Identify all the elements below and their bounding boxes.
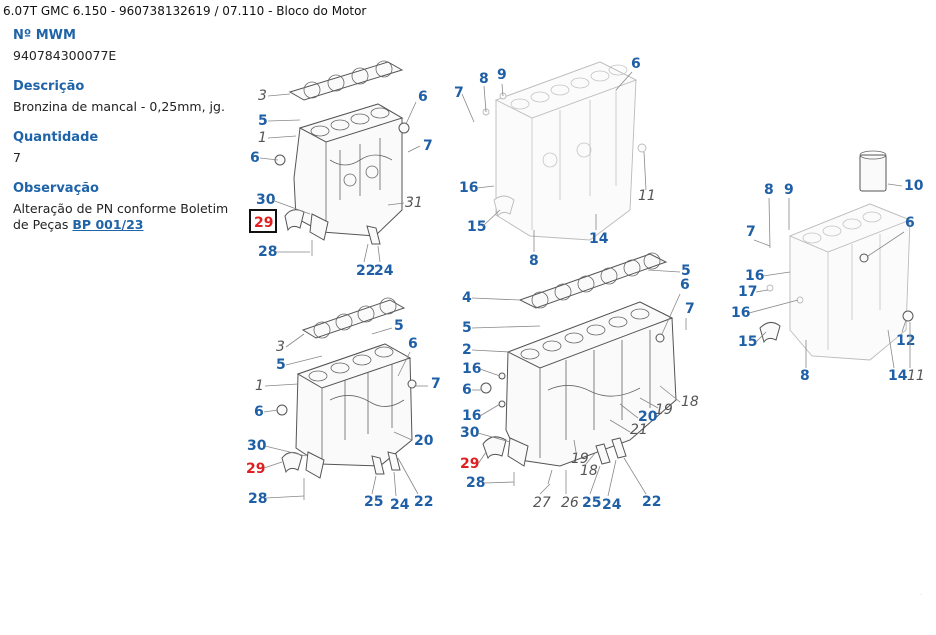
svg-text:7: 7 (431, 376, 441, 392)
engine-block-4cyl-top-labels: 3 5 1 6 6 7 31 30 29 28 22 24 (249, 88, 433, 279)
svg-text:1: 1 (255, 378, 264, 394)
svg-text:11: 11 (907, 368, 925, 384)
svg-text:15: 15 (467, 219, 486, 235)
svg-text:18: 18 (681, 394, 699, 410)
engine-block-4cyl-top (274, 60, 410, 256)
part-details-panel: Nº MWM 940784300077E Descrição Bronzina … (13, 28, 241, 248)
svg-text:24: 24 (374, 263, 394, 279)
svg-text:·: · (920, 592, 922, 599)
svg-text:22: 22 (642, 494, 661, 510)
svg-text:6: 6 (418, 89, 428, 105)
svg-text:7: 7 (454, 85, 464, 101)
svg-text:20: 20 (638, 409, 658, 425)
svg-text:9: 9 (784, 182, 794, 198)
observacao-value: Alteração de PN conforme Boletim de Peça… (13, 201, 241, 233)
svg-text:15: 15 (738, 334, 757, 350)
svg-text:10: 10 (904, 178, 924, 194)
svg-text:27: 27 (533, 495, 551, 511)
svg-text:20: 20 (414, 433, 434, 449)
svg-text:3: 3 (276, 339, 285, 355)
svg-text:28: 28 (248, 491, 267, 507)
svg-text:6: 6 (408, 336, 418, 352)
svg-text:6: 6 (250, 150, 260, 166)
descricao-label: Descrição (13, 79, 85, 94)
quantidade-label: Quantidade (13, 130, 99, 145)
engine-block-6cyl-top (482, 61, 647, 241)
svg-text:5: 5 (394, 318, 404, 334)
svg-text:22: 22 (414, 494, 433, 510)
descricao-value: Bronzina de mancal - 0,25mm, jg. (13, 99, 225, 114)
svg-text:30: 30 (256, 192, 276, 208)
svg-text:7: 7 (423, 138, 433, 154)
engine-block-4cyl-bottom-labels: 5 3 5 6 1 7 6 20 30 29 28 25 24 22 (246, 318, 441, 513)
svg-text:14: 14 (888, 368, 908, 384)
page-title: 6.07T GMC 6.150 - 960738132619 / 07.110 … (3, 4, 367, 18)
svg-text:6: 6 (254, 404, 264, 420)
svg-text:18: 18 (580, 463, 598, 479)
selected-part-frame[interactable] (249, 209, 277, 233)
svg-text:6: 6 (631, 56, 641, 72)
svg-text:16: 16 (731, 305, 750, 321)
svg-text:7: 7 (685, 301, 695, 317)
svg-text:31: 31 (405, 195, 423, 211)
engine-block-6cyl-top-labels: 7 8 9 6 16 11 15 14 8 (454, 56, 656, 269)
svg-text:16: 16 (462, 408, 481, 424)
svg-text:22: 22 (356, 263, 375, 279)
svg-text:29: 29 (254, 215, 273, 231)
engine-block-6cyl-bottom-labels: 5 4 6 7 5 2 16 6 18 19 16 20 21 30 29 19… (460, 263, 699, 513)
svg-text:21: 21 (630, 422, 648, 438)
svg-text:19: 19 (571, 451, 589, 467)
svg-text:28: 28 (258, 244, 277, 260)
observacao-label: Observação (13, 181, 99, 196)
svg-text:25: 25 (582, 495, 601, 511)
bulletin-link[interactable]: BP 001/23 (72, 217, 144, 232)
svg-text:29: 29 (246, 461, 265, 477)
svg-text:2: 2 (462, 342, 472, 358)
svg-text:6: 6 (905, 215, 915, 231)
svg-text:5: 5 (681, 263, 691, 279)
svg-text:5: 5 (462, 320, 472, 336)
svg-text:8: 8 (764, 182, 774, 198)
svg-text:16: 16 (745, 268, 764, 284)
quantidade-value: 7 (13, 150, 21, 165)
svg-text:1: 1 (258, 130, 267, 146)
svg-text:8: 8 (479, 71, 489, 87)
svg-text:24: 24 (390, 497, 410, 513)
svg-text:7: 7 (746, 224, 756, 240)
svg-text:25: 25 (364, 494, 383, 510)
svg-text:30: 30 (460, 425, 480, 441)
engine-block-6cyl-bottom (480, 252, 677, 486)
mwm-value: 940784300077E (13, 48, 117, 63)
svg-text:30: 30 (247, 438, 267, 454)
svg-text:5: 5 (258, 113, 268, 129)
svg-text:29: 29 (460, 456, 479, 472)
svg-text:24: 24 (602, 497, 622, 513)
svg-text:4: 4 (462, 290, 472, 306)
svg-text:3: 3 (258, 88, 267, 104)
svg-text:8: 8 (529, 253, 539, 269)
svg-text:6: 6 (462, 382, 472, 398)
svg-text:28: 28 (466, 475, 485, 491)
svg-text:12: 12 (896, 333, 915, 349)
svg-text:8: 8 (800, 368, 810, 384)
svg-text:26: 26 (561, 495, 579, 511)
svg-text:5: 5 (276, 357, 286, 373)
svg-text:19: 19 (655, 402, 673, 418)
engine-block-liner-variant (759, 150, 914, 361)
svg-text:6: 6 (680, 277, 690, 293)
mwm-label: Nº MWM (13, 28, 76, 43)
engine-block-liner-variant-labels: 10 8 9 6 7 16 17 16 15 12 8 14 11 (731, 178, 925, 384)
observacao-text: Alteração de PN conforme Boletim de Peça… (13, 201, 229, 232)
svg-text:16: 16 (459, 180, 478, 196)
svg-text:17: 17 (738, 284, 757, 300)
svg-text:16: 16 (462, 361, 481, 377)
svg-text:9: 9 (497, 67, 507, 83)
svg-text:14: 14 (589, 231, 609, 247)
svg-text:11: 11 (638, 188, 656, 204)
engine-block-4cyl-bottom (276, 297, 417, 500)
